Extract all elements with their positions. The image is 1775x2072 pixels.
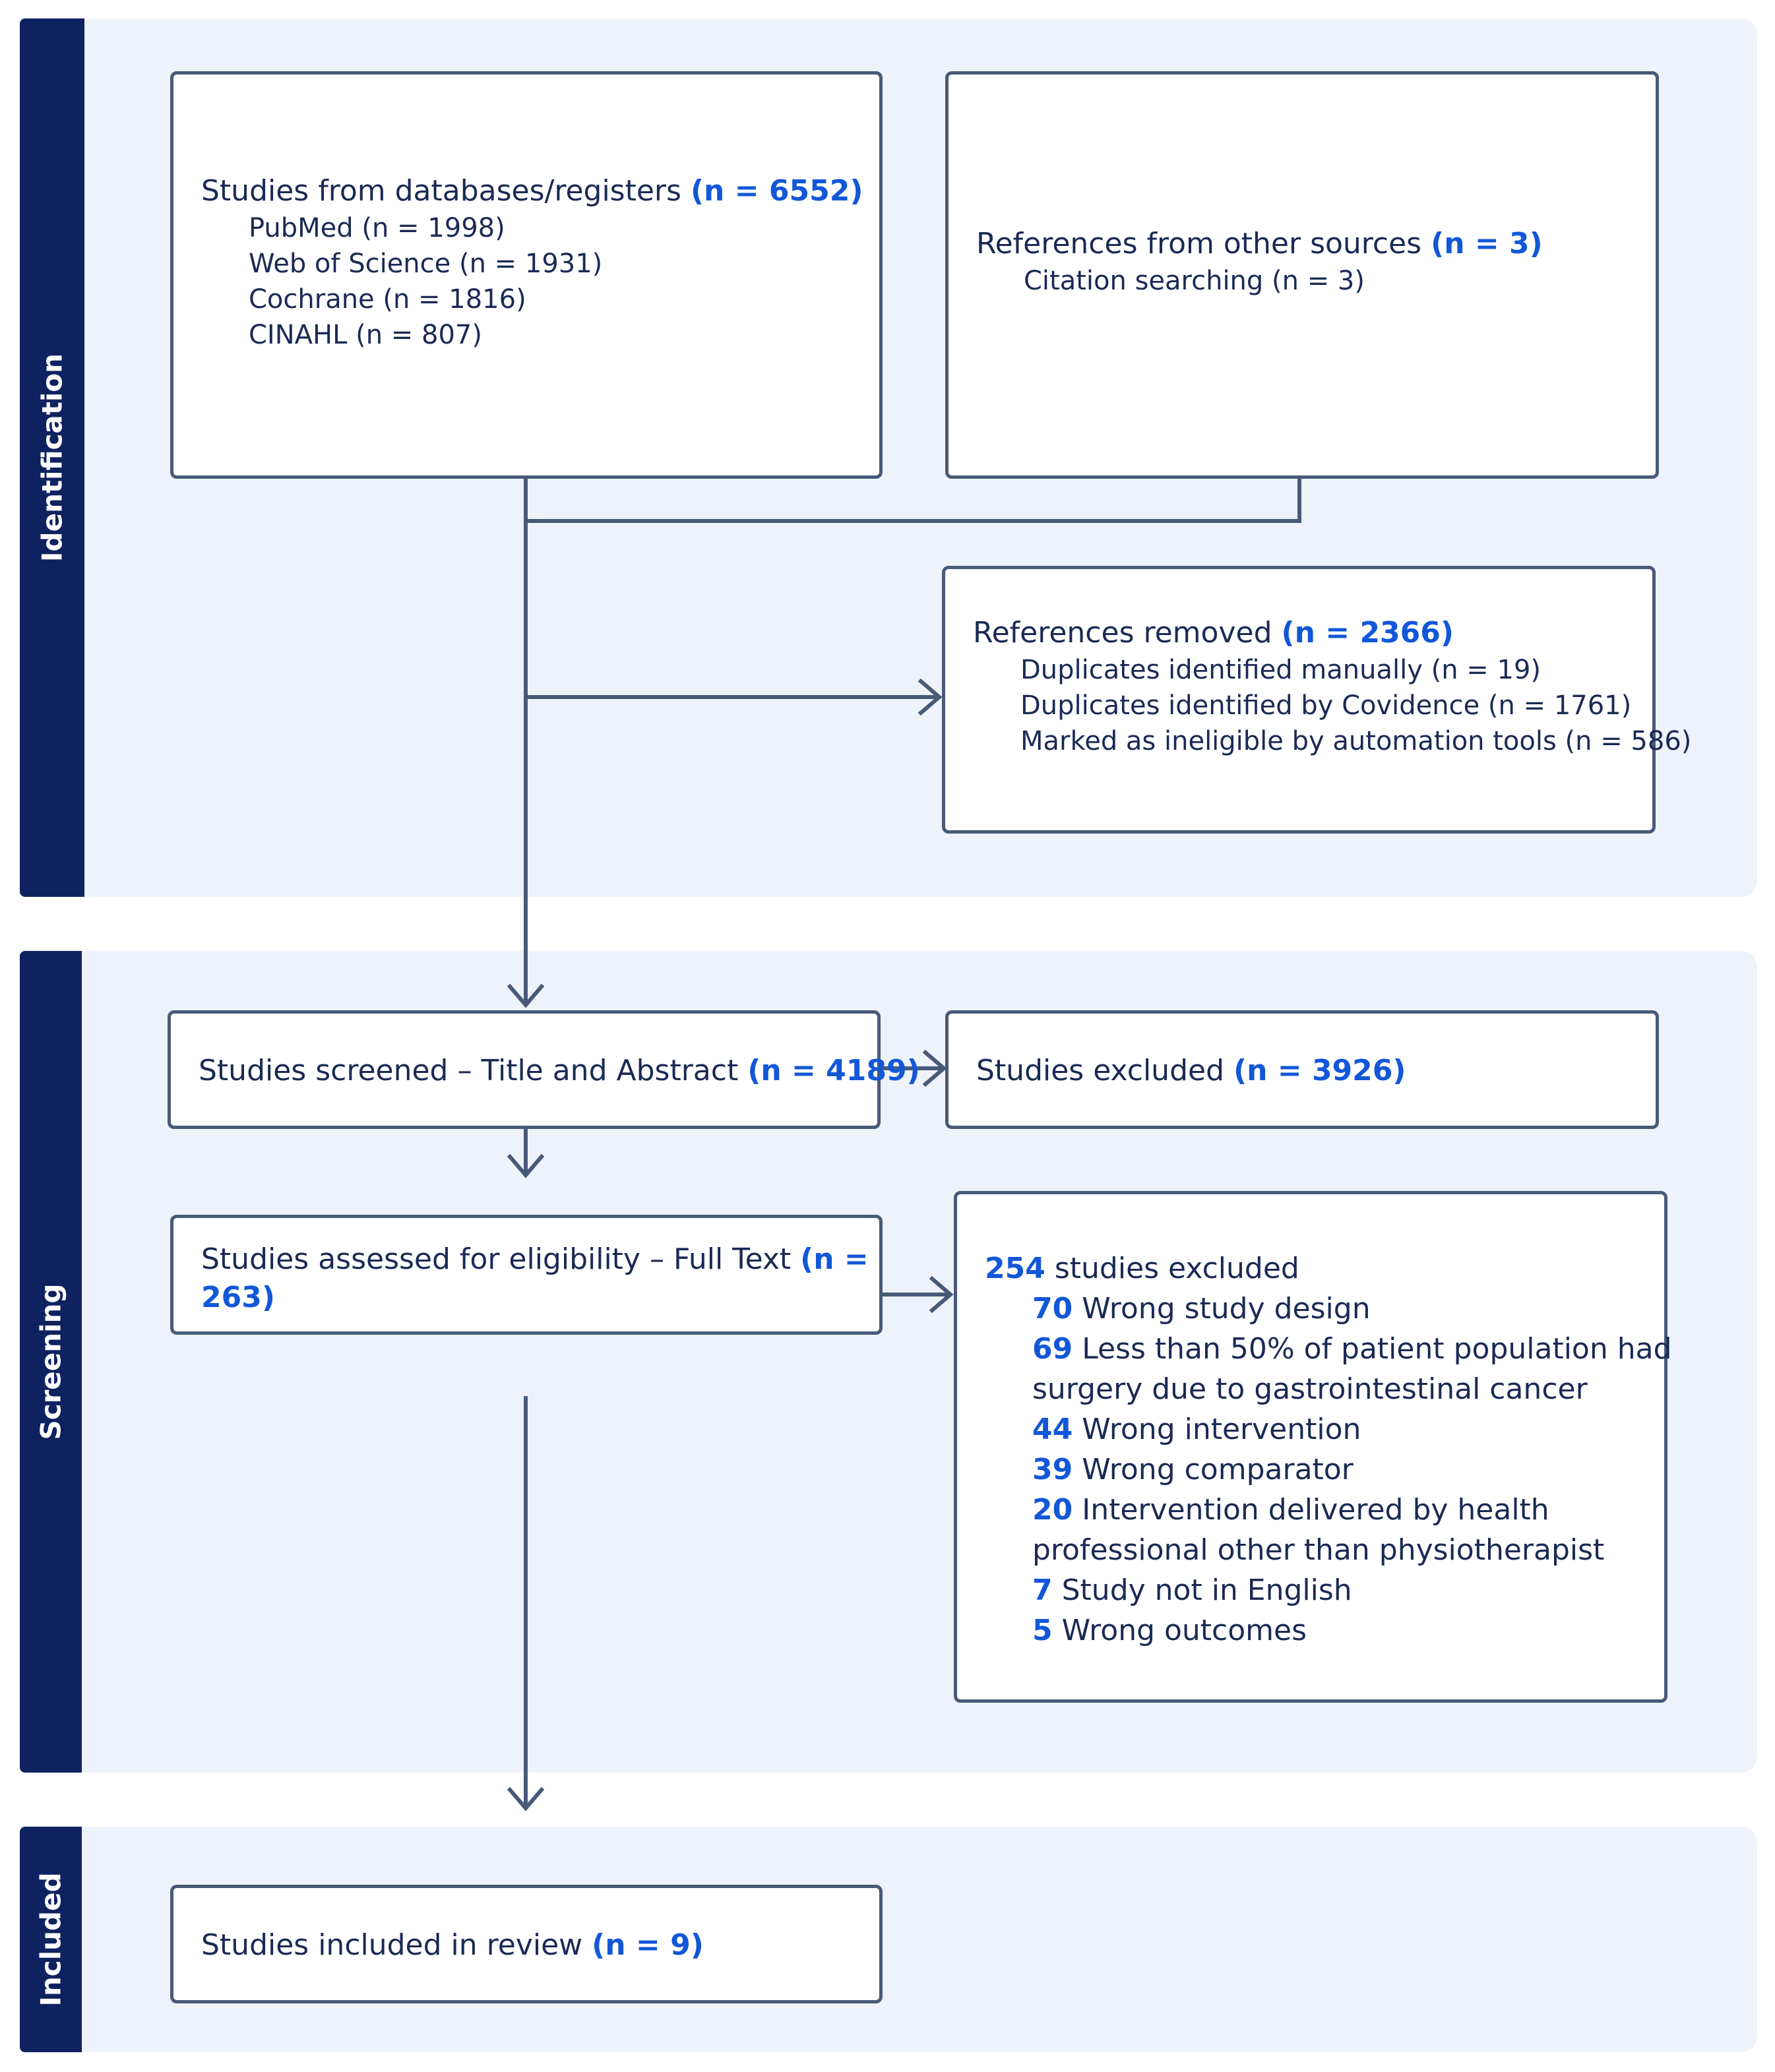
database-item: Web of Science (n = 1931)	[249, 249, 603, 279]
databases-box: Studies from databases/registers (n = 65…	[170, 71, 883, 479]
exclusion-reason: 39 Wrong comparator	[1032, 1453, 1354, 1486]
database-item: PubMed (n = 1998)	[249, 213, 505, 243]
removed-count: (n = 2366)	[1281, 616, 1454, 650]
arrowhead-to-included	[507, 1786, 545, 1812]
fulltext-excluded-box: 254 studies excluded 70 Wrong study desi…	[954, 1191, 1672, 1703]
removed-item: Duplicates identified manually (n = 19)	[1020, 655, 1541, 685]
other-sources-heading: References from other sources (n = 3)	[976, 227, 1543, 260]
databases-heading: Studies from databases/registers (n = 65…	[201, 174, 863, 208]
databases-count: (n = 6552)	[690, 174, 863, 208]
screened-text: Studies screened – Title and Abstract (n…	[199, 1054, 920, 1087]
arrowhead-removed	[918, 678, 943, 716]
exclusion-reason: 70 Wrong study design	[1032, 1292, 1371, 1325]
removed-heading: References removed (n = 2366)	[973, 616, 1454, 650]
included-text: Studies included in review (n = 9)	[201, 1928, 704, 1962]
included-count: (n = 9)	[592, 1928, 704, 1962]
references-removed-box: References removed (n = 2366) Duplicates…	[942, 566, 1692, 834]
exclusion-reason: 7 Study not in English	[1032, 1573, 1352, 1607]
exclusion-reason: 69 Less than 50% of patient population h…	[1032, 1332, 1672, 1366]
connector-other-merge	[524, 476, 1301, 523]
arrowhead-fulltext-excluded	[929, 1275, 954, 1314]
eligibility-count: 263)	[201, 1281, 275, 1314]
removed-item: Duplicates identified by Covidence (n = …	[1020, 690, 1632, 721]
exclusion-reason: 20 Intervention delivered by health	[1032, 1493, 1549, 1527]
screening-stage-bar: Screening	[20, 951, 82, 1773]
fulltext-excluded-heading: 254 studies excluded	[985, 1252, 1299, 1285]
database-item: Cochrane (n = 1816)	[249, 284, 526, 315]
removed-item: Marked as ineligible by automation tools…	[1020, 726, 1692, 756]
eligibility-text-line1: Studies assessed for eligibility – Full …	[201, 1242, 869, 1276]
other-source-item: Citation searching (n = 3)	[1024, 266, 1365, 296]
exclusion-reason-continued: professional other than physiotherapist	[1032, 1533, 1605, 1567]
included-box: Studies included in review (n = 9)	[170, 1885, 883, 2003]
fulltext-excluded-count: 254	[985, 1252, 1045, 1285]
screened-box: Studies screened – Title and Abstract (n…	[168, 1010, 920, 1129]
arrowhead-to-screened	[507, 983, 545, 1008]
other-sources-box: References from other sources (n = 3) Ci…	[945, 71, 1659, 479]
exclusion-reason-continued: surgery due to gastrointestinal cancer	[1032, 1372, 1588, 1406]
exclusion-reason: 5 Wrong outcomes	[1032, 1614, 1307, 1647]
excluded-box: Studies excluded (n = 3926)	[945, 1010, 1659, 1129]
arrowhead-to-eligibility	[507, 1153, 545, 1178]
other-sources-count: (n = 3)	[1431, 227, 1543, 260]
eligibility-box: Studies assessed for eligibility – Full …	[170, 1215, 883, 1335]
excluded-count: (n = 3926)	[1233, 1054, 1406, 1087]
exclusion-reason: 44 Wrong intervention	[1032, 1413, 1361, 1446]
identification-stage-bar: Identification	[20, 18, 84, 897]
database-item: CINAHL (n = 807)	[249, 320, 482, 350]
screened-count: (n = 4189)	[747, 1054, 920, 1087]
arrowhead-excluded	[922, 1049, 947, 1087]
included-stage-bar: Included	[20, 1827, 82, 2052]
excluded-text: Studies excluded (n = 3926)	[976, 1054, 1406, 1087]
